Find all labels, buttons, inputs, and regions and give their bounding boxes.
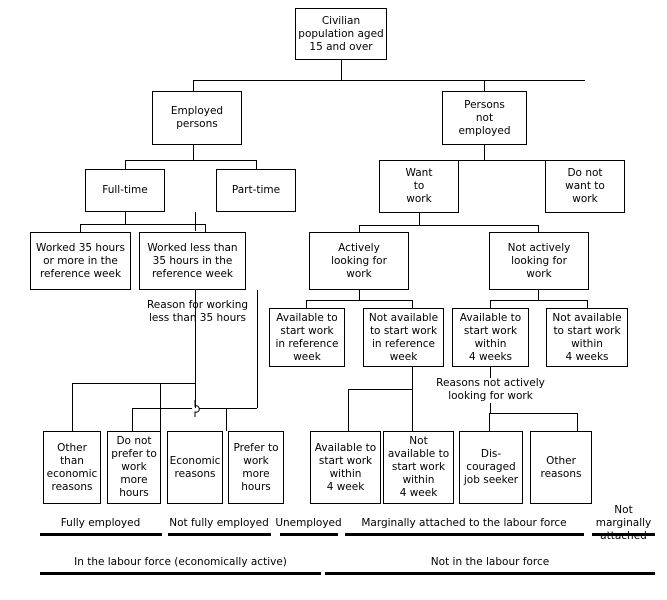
edge-want-work-down: [419, 213, 420, 225]
node-part-time[interactable]: Part-time: [216, 169, 296, 212]
edge-worked-less-down: [257, 290, 258, 408]
edge-to-worked35: [80, 224, 81, 232]
edge-employed-down: [193, 145, 194, 160]
edge-to-avail-4w: [490, 300, 491, 308]
node-do-not-want-to-work[interactable]: Do not want to work: [545, 160, 625, 213]
line-hop-icon: [190, 400, 202, 417]
summary-bar-marginally-attached: [345, 533, 584, 536]
edge-lower-h-right: [199, 408, 257, 409]
summary-bar-not-marginally-attached: [592, 533, 655, 536]
summary-label-not-marginally-attached: Not marginally attached: [595, 504, 652, 542]
edge-to-not-employed: [484, 80, 485, 91]
edge-not-actively-down: [538, 290, 539, 300]
node-discouraged-job-seeker[interactable]: Dis- couraged job seeker: [459, 431, 523, 504]
edge-notavail-ref-down: [412, 367, 413, 389]
node-not-available-within-4-weeks[interactable]: Not available to start work within 4 wee…: [546, 308, 628, 367]
edge-to-notavail4week-b: [412, 389, 413, 431]
edge-to-notavail-ref: [412, 300, 413, 308]
summary-bar-unemployed: [280, 533, 338, 536]
node-not-available-start-reference-week[interactable]: Not available to start work in reference…: [363, 308, 444, 367]
edge-avail4w-down: [490, 367, 491, 378]
edge-notavail-ref-split: [348, 389, 413, 390]
edge-to-not-actively: [538, 225, 539, 232]
edge-full-time-down: [125, 212, 126, 224]
node-other-reasons[interactable]: Other reasons: [530, 431, 592, 504]
summary-bar-in-labour-force: [40, 572, 321, 575]
summary-label-marginally-attached: Marginally attached to the labour force: [361, 517, 567, 529]
edge-left-branch-mid: [160, 383, 161, 431]
node-prefer-more-hours[interactable]: Prefer to work more hours: [228, 431, 284, 504]
edge-lower-branch-a: [132, 408, 133, 431]
summary-label-not-fully-employed: Not fully employed: [169, 517, 269, 529]
summary-bar-fully-employed: [40, 533, 162, 536]
node-economic-reasons[interactable]: Economic reasons: [167, 431, 223, 504]
edge-part-time-down: [195, 212, 196, 231]
edge-employed-split: [125, 160, 257, 161]
edge-want-work-split: [359, 225, 479, 226]
edge-not-employed-down: [484, 145, 485, 160]
summary-label-not-in-labour-force: Not in the labour force: [430, 556, 550, 568]
edge-to-avail-ref: [306, 300, 307, 308]
edge-to-worked-less: [205, 224, 206, 232]
edge-label-reasons-not-actively-looking: Reasons not actively looking for work: [436, 377, 545, 402]
edge-lower-h-left: [132, 408, 192, 409]
edge-to-actively: [359, 225, 360, 232]
edge-actively-split: [306, 300, 413, 301]
edge-to-discouraged: [489, 413, 490, 431]
summary-bar-not-fully-employed: [168, 533, 271, 536]
summary-bar-not-in-labour-force: [325, 572, 655, 575]
edge-not-employed-split: [419, 160, 585, 161]
edge-want-work-to-notactive: [479, 225, 538, 226]
node-available-start-reference-week[interactable]: Available to start work in reference wee…: [269, 308, 345, 367]
edge-actively-down: [359, 290, 360, 300]
edge-part-time-down2: [195, 283, 196, 408]
node-worked-35-or-more[interactable]: Worked 35 hours or more in the reference…: [30, 232, 131, 290]
summary-label-in-labour-force: In the labour force (economically active…: [74, 556, 287, 568]
node-do-not-prefer-more-hours[interactable]: Do not prefer to work more hours: [107, 431, 161, 504]
edge-not-actively-split: [490, 300, 587, 301]
node-full-time[interactable]: Full-time: [85, 169, 165, 212]
node-persons-not-employed[interactable]: Persons not employed: [442, 91, 527, 145]
edge-label-reason-for-working-less: Reason for working less than 35 hours: [146, 299, 249, 324]
edge-to-full-time: [125, 160, 126, 169]
node-available-within-4-week-b[interactable]: Available to start work within 4 week: [310, 431, 381, 504]
node-civilian-population[interactable]: Civilian population aged 15 and over: [295, 8, 387, 60]
edge-civilian-down: [341, 60, 342, 80]
edge-to-avail4week-b: [348, 389, 349, 431]
node-other-than-economic-reasons[interactable]: Other than economic reasons: [43, 431, 101, 504]
edge-full-time-split: [80, 224, 206, 225]
edge-to-other-reasons: [577, 413, 578, 431]
node-employed-persons[interactable]: Employed persons: [152, 91, 242, 145]
node-not-actively-looking[interactable]: Not actively looking for work: [489, 232, 589, 290]
edge-reasons-split: [489, 413, 578, 414]
summary-label-unemployed: Unemployed: [275, 517, 342, 529]
edge-left-branch-h: [72, 383, 196, 384]
edge-to-notavail-4w: [587, 300, 588, 308]
edge-to-employed: [193, 80, 194, 91]
edge-left-branch-down: [72, 383, 73, 431]
node-want-to-work[interactable]: Want to work: [379, 160, 459, 213]
node-actively-looking[interactable]: Actively looking for work: [309, 232, 409, 290]
node-worked-less-than-35[interactable]: Worked less than 35 hours in the referen…: [139, 232, 246, 290]
edge-to-part-time: [256, 160, 257, 169]
edge-lower-branch-b: [226, 408, 227, 431]
summary-label-fully-employed: Fully employed: [60, 517, 141, 529]
edge-reasons-not-actively-down: [490, 403, 491, 413]
node-available-within-4-weeks[interactable]: Available to start work within 4 weeks: [452, 308, 529, 367]
node-not-available-within-4-week-b[interactable]: Not available to start work within 4 wee…: [383, 431, 454, 504]
edge-civilian-split: [193, 80, 585, 81]
